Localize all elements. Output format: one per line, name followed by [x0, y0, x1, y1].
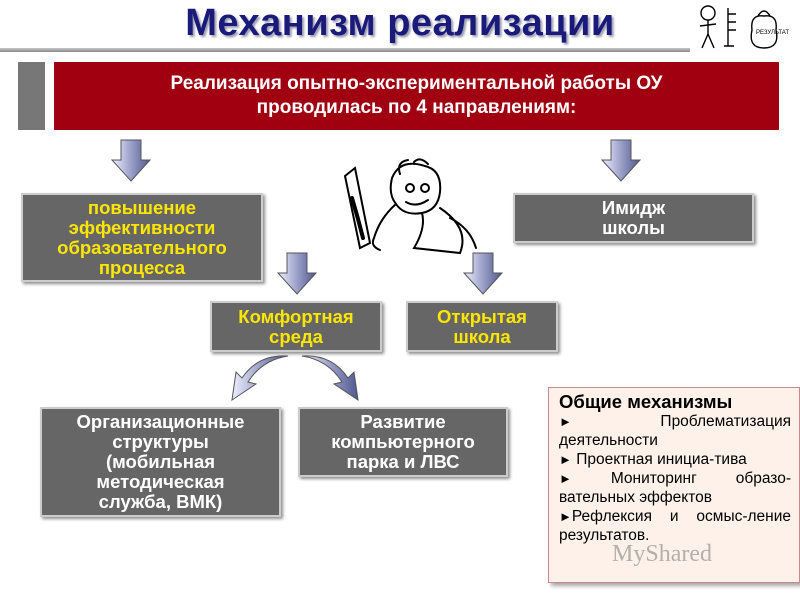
scientist-cartoon-icon — [343, 158, 477, 255]
box-efficiency-line: процесса — [98, 256, 186, 278]
curved-arrow-right-icon — [301, 355, 359, 402]
box-efficiency-line: повышение — [87, 196, 197, 218]
corner-cartoon-icon: РЕЗУЛЬТАТ — [694, 0, 798, 52]
box-computer-line: парка и ЛВС — [346, 451, 460, 472]
box-org-structures: Организационные структуры (мобильная мет… — [40, 407, 281, 517]
banner-line-1: Реализация опытно-экспериментальной рабо… — [170, 73, 663, 94]
bullet-icon: ► — [559, 414, 572, 429]
box-computer-line: компьютерного — [331, 431, 475, 452]
curved-arrow-left-icon — [231, 355, 289, 402]
header-banner: Реализация опытно-экспериментальной рабо… — [54, 62, 779, 130]
box-org-line: структуры — [112, 431, 209, 452]
down-arrow-icon — [462, 252, 504, 295]
banner-side-block — [18, 62, 45, 130]
box-efficiency: повышение эффективности образовательного… — [21, 193, 263, 282]
box-comfort-line: среда — [269, 325, 323, 347]
banner-line-2: проводилась по 4 направлениям: — [256, 97, 577, 118]
box-comfort-line: Комфортная — [238, 305, 354, 327]
watermark: MyShared — [612, 541, 712, 567]
mechanism-item: ► Проектная инициа-тива — [559, 451, 747, 468]
mechanisms-heading: Общие механизмы — [559, 391, 733, 412]
mechanism-item: ► Мониторинг образо-вательных эффектов — [559, 470, 791, 506]
mechanism-item: ►Рефлексия и осмыс-ление результатов. — [559, 508, 791, 544]
box-computer-line: Развитие — [360, 411, 446, 432]
bullet-icon: ► — [559, 471, 572, 486]
box-efficiency-line: образовательного — [57, 236, 227, 258]
box-computer-park: Развитие компьютерного парка и ЛВС — [298, 407, 508, 477]
bullet-icon: ► — [559, 509, 572, 524]
result-sign-text: РЕЗУЛЬТАТ — [756, 30, 789, 36]
box-image-line: школы — [602, 217, 665, 238]
box-efficiency-line: эффективности — [68, 216, 216, 238]
box-school-image: Имидж школы — [513, 193, 754, 243]
down-arrow-icon — [276, 252, 318, 295]
box-org-line: (мобильная — [105, 451, 216, 472]
box-comfort: Комфортная среда — [210, 301, 382, 352]
box-open-line: школа — [453, 325, 511, 347]
box-org-line: Организационные — [76, 411, 245, 432]
box-org-line: служба, ВМК) — [98, 491, 223, 512]
box-open-line: Открытая — [437, 305, 527, 327]
down-arrow-icon — [600, 139, 642, 182]
box-image-line: Имидж — [601, 197, 666, 218]
page-title: Механизм реализации — [185, 2, 615, 44]
box-org-line: методическая — [96, 471, 225, 492]
title-underline — [0, 48, 690, 52]
box-open-school: Открытая школа — [406, 301, 558, 352]
bullet-icon: ► — [559, 452, 572, 467]
down-arrow-icon — [110, 139, 152, 182]
mechanism-item: ► Проблематизация деятельности — [559, 413, 791, 449]
general-mechanisms-panel: Общие механизмы ► Проблематизация деятел… — [548, 387, 800, 583]
